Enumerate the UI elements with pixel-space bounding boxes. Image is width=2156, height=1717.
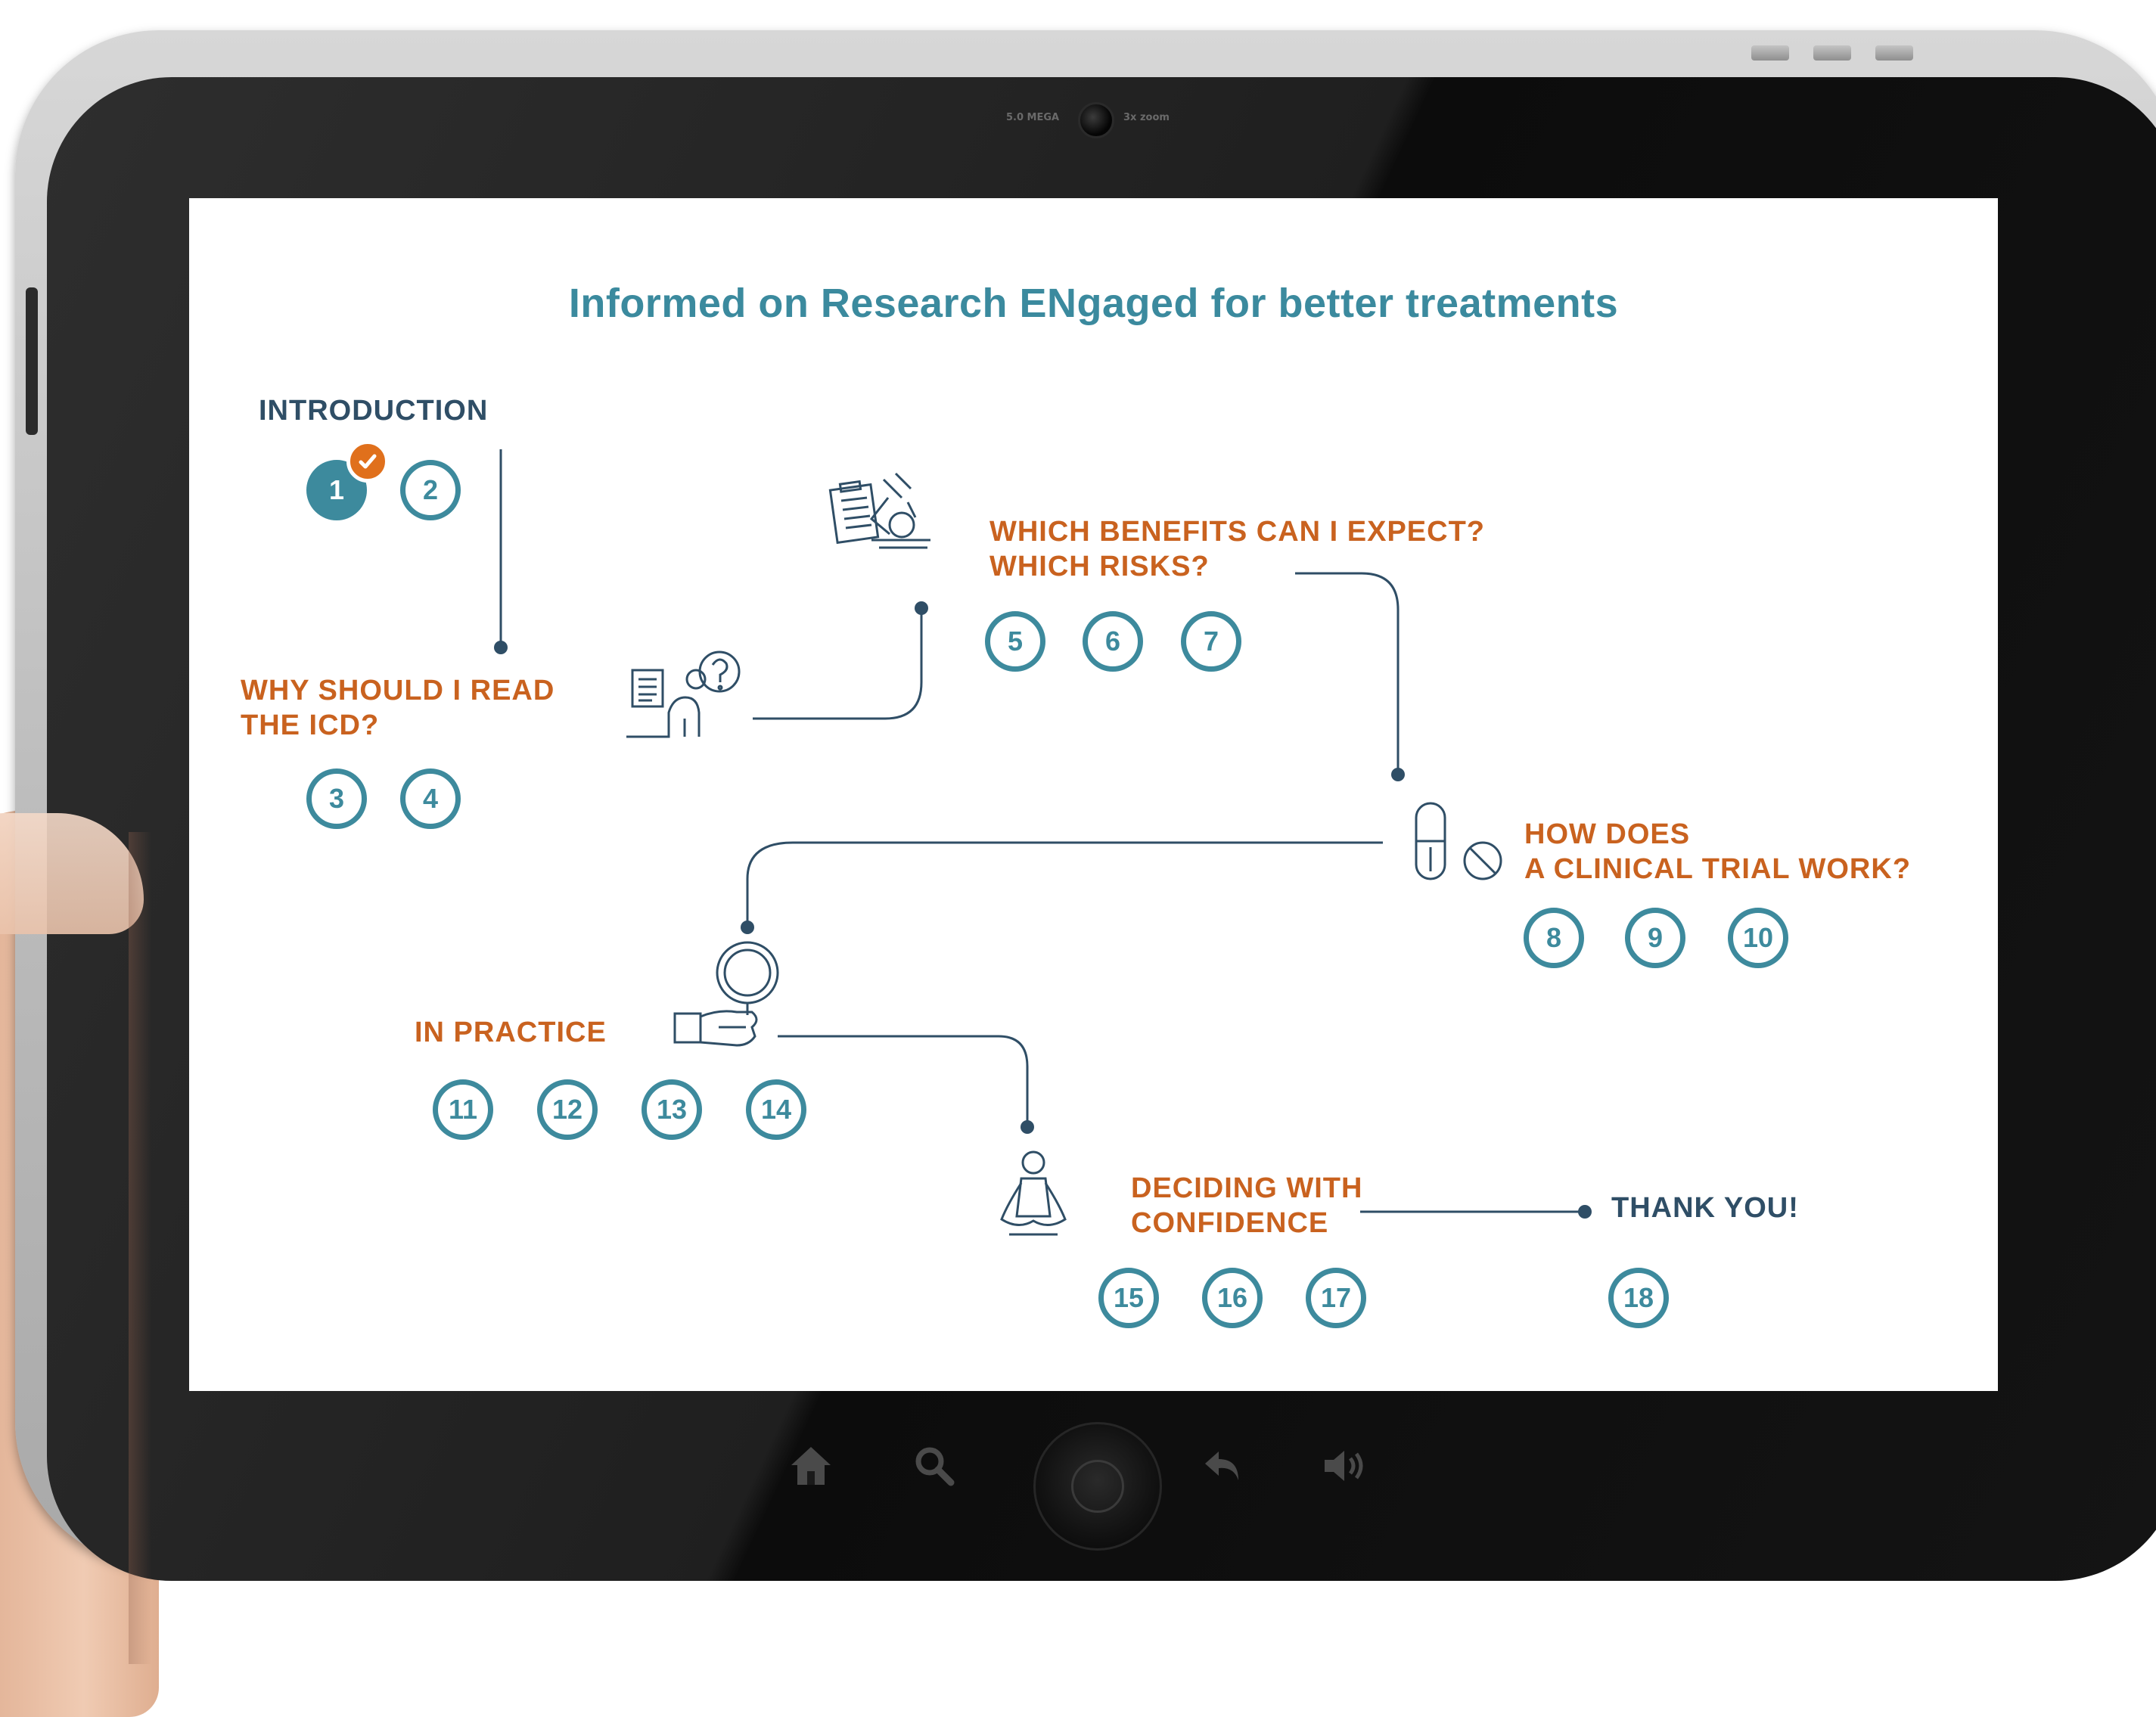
step-10-button[interactable]: 10 [1728,908,1788,968]
camera-label-right: 3x zoom [1123,112,1170,123]
document-question-icon [626,650,741,738]
camera-icon [1078,102,1114,138]
section-title-in-practice: IN PRACTICE [415,1017,607,1048]
section-title-deciding: DECIDING WITH CONFIDENCE [1131,1171,1362,1240]
thumb-shadow [129,832,151,1664]
section-title-clinical-trial: HOW DOES A CLINICAL TRIAL WORK? [1524,817,1911,886]
title-line-2: THE ICD? [241,709,380,741]
step-3-button[interactable]: 3 [306,768,367,829]
connector-benefits-trial [1295,572,1400,775]
step-2-button[interactable]: 2 [400,460,461,520]
back-arrow-icon[interactable] [1199,1441,1247,1489]
step-18-button[interactable]: 18 [1608,1268,1669,1328]
section-title-introduction: INTRODUCTION [259,395,489,427]
magnifier-hand-icon [673,941,779,1047]
step-4-button[interactable]: 4 [400,768,461,829]
path-connectors [494,449,1592,1236]
checkmark-icon [346,440,389,483]
step-5-button[interactable]: 5 [985,611,1045,672]
connector-why-benefits [753,608,923,720]
home-hardware-button[interactable] [1033,1422,1162,1551]
title-line-1: DECIDING WITH [1131,1172,1363,1204]
step-9-button[interactable]: 9 [1625,908,1685,968]
step-14-button[interactable]: 14 [746,1079,806,1140]
step-8-button[interactable]: 8 [1524,908,1584,968]
step-13-button[interactable]: 13 [642,1079,702,1140]
step-7-button[interactable]: 7 [1181,611,1241,672]
step-16-button[interactable]: 16 [1202,1268,1263,1328]
step-15-button[interactable]: 15 [1098,1268,1159,1328]
camera-label-left: 5.0 MEGA [1006,112,1060,123]
volume-icon[interactable] [1320,1443,1373,1489]
step-6-button[interactable]: 6 [1083,611,1143,672]
title-line-1: HOW DOES [1524,818,1691,850]
app-screen: Informed on Research ENgaged for better … [189,198,1998,1391]
title-line-2: A CLINICAL TRIAL WORK? [1524,853,1912,885]
step-17-button[interactable]: 17 [1306,1268,1366,1328]
title-line-1: WHY SHOULD I READ [241,675,555,706]
connector-trial-practice [746,841,1383,924]
home-icon[interactable] [787,1441,835,1489]
step-12-button[interactable]: 12 [537,1079,598,1140]
volume-rocker [26,287,38,435]
search-icon[interactable] [912,1443,957,1489]
pill-capsule-icon [1415,802,1502,880]
section-title-thank-you: THANK YOU! [1611,1192,1799,1224]
home-button-ring [1071,1460,1124,1513]
section-title-benefits: WHICH BENEFITS CAN I EXPECT? WHICH RISKS… [989,514,1485,584]
top-hardware-buttons [1751,45,1937,64]
clipboard-microscope-icon [828,472,930,549]
connector-practice-deciding [778,1035,1029,1126]
page-title: Informed on Research ENgaged for better … [568,281,1619,326]
title-line-2: WHICH RISKS? [989,551,1210,582]
section-title-why-read: WHY SHOULD I READ THE ICD? [241,673,555,743]
title-line-1: WHICH BENEFITS CAN I EXPECT? [989,516,1486,548]
meditation-person-icon [1000,1150,1067,1236]
title-line-2: CONFIDENCE [1131,1207,1329,1239]
step-11-button[interactable]: 11 [433,1079,493,1140]
